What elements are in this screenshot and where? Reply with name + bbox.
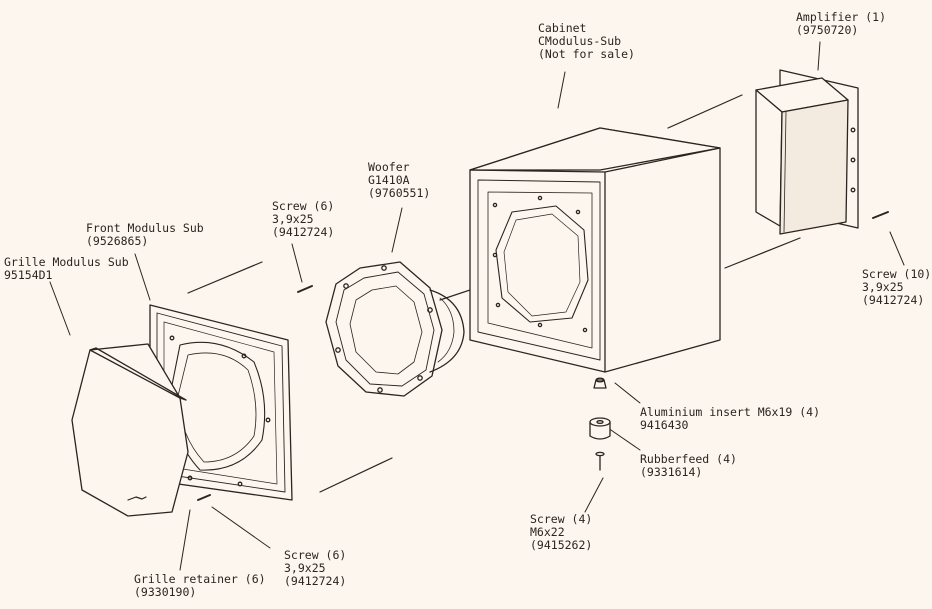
label-screw-bottom: Screw (4)M6x22(9415262) [530, 512, 593, 552]
label-screw-right: Screw (10)3,9x25(9412724) [862, 267, 932, 307]
amplifier-part [755, 69, 889, 235]
cabinet-part [469, 127, 721, 373]
woofer-part [325, 261, 465, 397]
label-insert: Aluminium insert M6x19 (4)9416430 [640, 405, 821, 432]
leader-lines [49, 41, 905, 571]
foot-parts [589, 377, 611, 471]
label-front: Front Modulus Sub(9526865) [86, 221, 204, 248]
label-screw-front: Screw (6)3,9x25(9412724) [284, 548, 347, 588]
label-screw-top: Screw (6)3,9x25(9412724) [272, 199, 335, 239]
grille-part [71, 343, 189, 517]
screw-parts [197, 285, 313, 501]
label-rubberfeed: Rubberfeed (4)(9331614) [640, 452, 737, 479]
label-amplifier: Amplifier (1)(9750720) [796, 10, 887, 37]
label-retainer: Grille retainer (6)(9330190) [134, 572, 266, 599]
